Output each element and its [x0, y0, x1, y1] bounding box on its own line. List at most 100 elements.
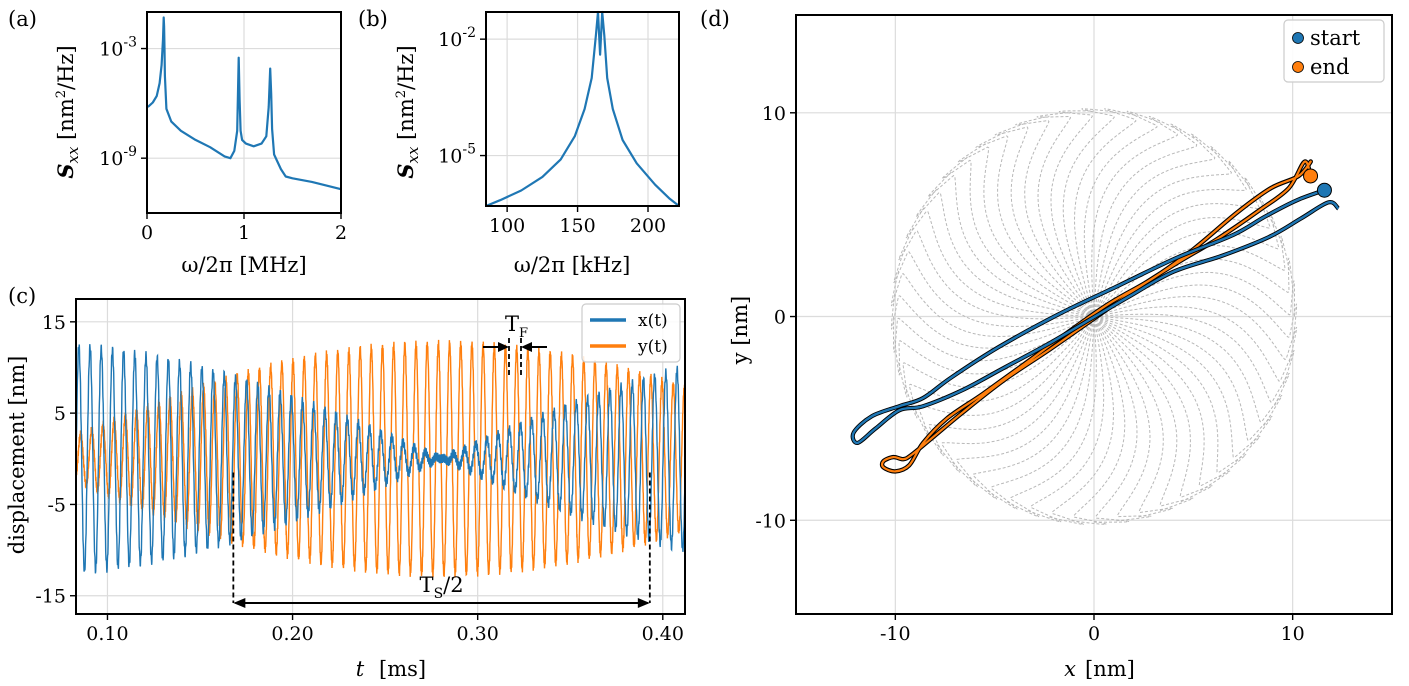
panel-label-c: (c) [8, 284, 36, 308]
psd-line-b [485, 10, 680, 208]
panel-label-a: (a) [8, 7, 37, 31]
tick-base: 10 [438, 29, 462, 51]
xtick-c-3-label: 0.40 [642, 623, 684, 645]
xlabel-c-unit: [ms] [379, 657, 426, 681]
legend-entry-0: x(t) [638, 311, 668, 331]
xtick-d-0-label: -10 [880, 623, 911, 645]
ytick-a-1-label: 10-9 [99, 144, 137, 170]
ylabel-unit2: /Hz] [394, 45, 418, 90]
ylabel-d: y [nm] [728, 296, 752, 365]
xtick-a-0-label: 0 [141, 222, 153, 244]
tick-base: 10 [99, 39, 123, 61]
ts-arrowhead-right [637, 598, 650, 608]
ytick-c-0-label: 15 [42, 312, 66, 334]
background-trajectory [927, 170, 1261, 463]
start-point-marker [1316, 182, 1332, 198]
xtick-a-1-label: 1 [238, 222, 250, 244]
tf-sub: F [519, 326, 528, 341]
ytick-b-0-label: 10-2 [438, 25, 476, 51]
ytick-d-2-label: -10 [755, 510, 786, 532]
end-point-marker [1303, 168, 1319, 184]
panel-b-frame [485, 11, 680, 207]
background-trajectory [904, 214, 1284, 419]
legend-d: start end [1283, 19, 1385, 83]
ylabel-b: Sxx [nm2/Hz] [393, 45, 422, 178]
ylabel-sub: xx [404, 146, 422, 163]
ylabel-sym: S [393, 164, 418, 179]
panel-label-d: (d) [700, 7, 730, 31]
background-trajectory [936, 160, 1252, 473]
background-trajectory [890, 270, 1298, 363]
ylabel-unit2: /Hz] [54, 45, 78, 90]
background-trajectory [890, 284, 1298, 349]
tf-main: T [505, 312, 519, 336]
panel-label-b: (b) [358, 7, 388, 31]
xtick-c-0-label: 0.10 [86, 623, 128, 645]
ylabel-sym: S [53, 164, 78, 179]
background-trajectory [898, 235, 1290, 398]
background-trajectory [893, 248, 1295, 385]
background-trajectory [941, 155, 1247, 478]
legend-marker-start [1292, 32, 1304, 44]
legend-box-d [1283, 19, 1385, 83]
tick-exp: -9 [123, 144, 137, 160]
xlabel-b: ω/2π [kHz] [514, 253, 631, 277]
background-trajectory [898, 227, 1290, 406]
tick-exp: -3 [123, 35, 137, 51]
series-group-c [76, 339, 685, 578]
tick-base: 10 [99, 148, 123, 170]
psd-line-a [146, 16, 342, 191]
start-trajectory [851, 189, 1340, 445]
xlabel-c-var: t [356, 657, 365, 681]
ylabel-a: Sxx [nm2/Hz] [53, 45, 82, 178]
xlabel-d-var: x [1064, 657, 1076, 681]
tf-arrowhead-right [521, 342, 532, 352]
ts-arrowhead-left [233, 598, 246, 608]
ylabel-c: displacement [nm] [5, 356, 29, 555]
xtick-c-2-label: 0.30 [457, 623, 499, 645]
ylabel-sup: 2 [394, 90, 409, 98]
legend-c: x(t) y(t) [581, 303, 681, 363]
xtick-b-2-label: 200 [630, 215, 666, 237]
tf-label: TF [505, 312, 528, 341]
ts-sub: S [434, 586, 444, 602]
legend-entry-1: y(t) [637, 337, 668, 357]
trajectory-group [850, 108, 1340, 525]
tick-base: 10 [438, 146, 462, 168]
xtick-d-2-label: 10 [1281, 623, 1305, 645]
series-line-x [76, 344, 685, 574]
xtick-a-2-label: 2 [335, 222, 347, 244]
ytick-c-1-label: 5 [54, 403, 66, 425]
tick-exp: -2 [462, 25, 476, 41]
xtick-c-1-label: 0.20 [271, 623, 313, 645]
legend-marker-end [1292, 61, 1304, 73]
ylabel-unit: [nm [54, 98, 78, 146]
background-trajectory [915, 188, 1273, 446]
xlabel-d-unit: [nm] [1085, 657, 1135, 681]
tick-exp: -5 [462, 142, 476, 158]
panel-c-frame [75, 298, 686, 615]
ytick-d-0-label: 10 [762, 103, 786, 125]
ytick-c-2-label: -5 [47, 494, 66, 516]
ts-label: TS/2 [420, 573, 464, 602]
background-trajectory [905, 206, 1283, 427]
ylabel-sub: xx [64, 146, 82, 163]
ytick-a-0-label: 10-3 [99, 35, 137, 61]
tf-arrowhead-left [498, 342, 509, 352]
ts-suffix: /2 [443, 573, 463, 597]
xtick-b-0-label: 100 [489, 215, 525, 237]
legend-entry-end: end [1310, 55, 1349, 79]
ylabel-unit: [nm [394, 98, 418, 146]
xtick-d-1-label: 0 [1088, 623, 1100, 645]
ts-main: T [420, 573, 434, 597]
xtick-b-1-label: 150 [559, 215, 595, 237]
ytick-c-3-label: -15 [35, 586, 66, 608]
legend-entry-start: start [1310, 26, 1361, 50]
ytick-b-1-label: 10-5 [438, 142, 476, 168]
ytick-d-1-label: 0 [774, 307, 786, 329]
xlabel-a: ω/2π [MHz] [181, 253, 306, 277]
